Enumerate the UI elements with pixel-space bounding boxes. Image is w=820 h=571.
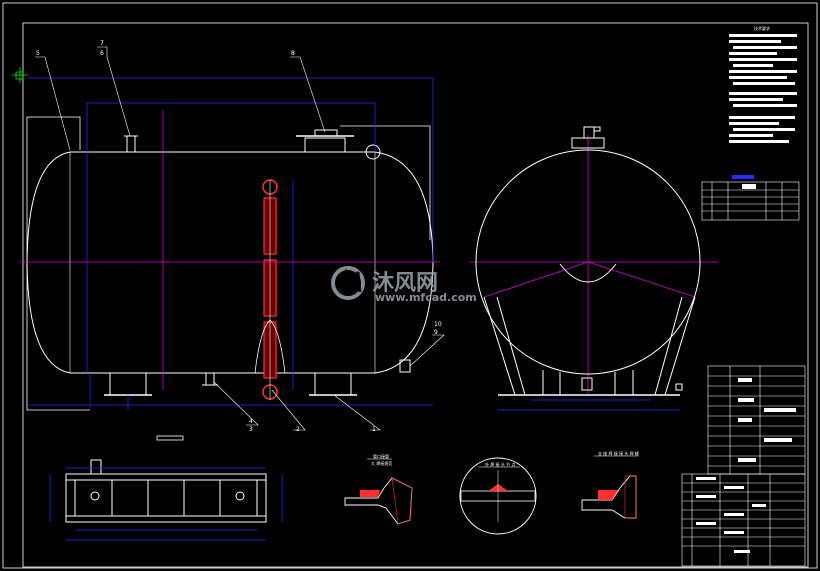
label-1: 1 xyxy=(372,426,376,433)
saddle-title-box xyxy=(156,435,184,441)
label-5: 5 xyxy=(36,50,40,57)
watermark-url: www.mfcad.com xyxy=(375,291,477,304)
label-7: 7 xyxy=(100,40,104,47)
inner-frame xyxy=(22,22,809,568)
nozzle-table xyxy=(701,175,800,221)
label-6: 6 xyxy=(100,50,104,57)
label-10: 10 xyxy=(434,321,442,328)
saddle-dimensions xyxy=(49,467,283,541)
part-leaders xyxy=(35,46,445,431)
label-8: 8 xyxy=(291,50,295,57)
detail-c: 支 座 焊 接 接 头 焊 缝 xyxy=(581,450,639,519)
saddle-detail xyxy=(65,459,267,523)
title-block xyxy=(681,365,806,567)
centerlines xyxy=(20,110,718,395)
label-3: 3 xyxy=(249,426,253,433)
watermark: 沐风网 www.mfcad.com xyxy=(331,266,477,304)
tech-requirements-title: 技术要求 xyxy=(754,25,770,31)
cursor-crosshair xyxy=(12,67,28,83)
label-4: 4 xyxy=(249,418,253,425)
front-dimensions xyxy=(27,77,434,410)
detail-b: 外 焊 接 头 节 点 xyxy=(459,457,537,535)
title-block-fill xyxy=(696,378,796,553)
detail-a-subtitle: 大 焊接规范 xyxy=(371,460,392,466)
detail-a: 管口接管 大 焊接规范 xyxy=(344,453,413,525)
detail-a-title: 管口接管 xyxy=(373,453,389,459)
tank-side-view xyxy=(475,126,701,396)
tech-requirements: 技术要求 xyxy=(729,25,797,143)
level-gauge xyxy=(254,179,286,400)
tank-front-view xyxy=(26,116,434,411)
watermark-logo-icon xyxy=(331,266,365,300)
label-2: 2 xyxy=(296,426,300,433)
side-dimensions xyxy=(497,399,680,411)
detail-b-title: 外 焊 接 头 节 点 xyxy=(485,461,515,467)
watermark-brand: 沐风网 xyxy=(372,271,438,296)
label-9: 9 xyxy=(434,329,438,336)
detail-c-title: 支 座 焊 接 接 头 焊 缝 xyxy=(598,450,639,456)
part-labels: 5 7 6 8 4 3 2 1 10 9 xyxy=(36,40,442,433)
